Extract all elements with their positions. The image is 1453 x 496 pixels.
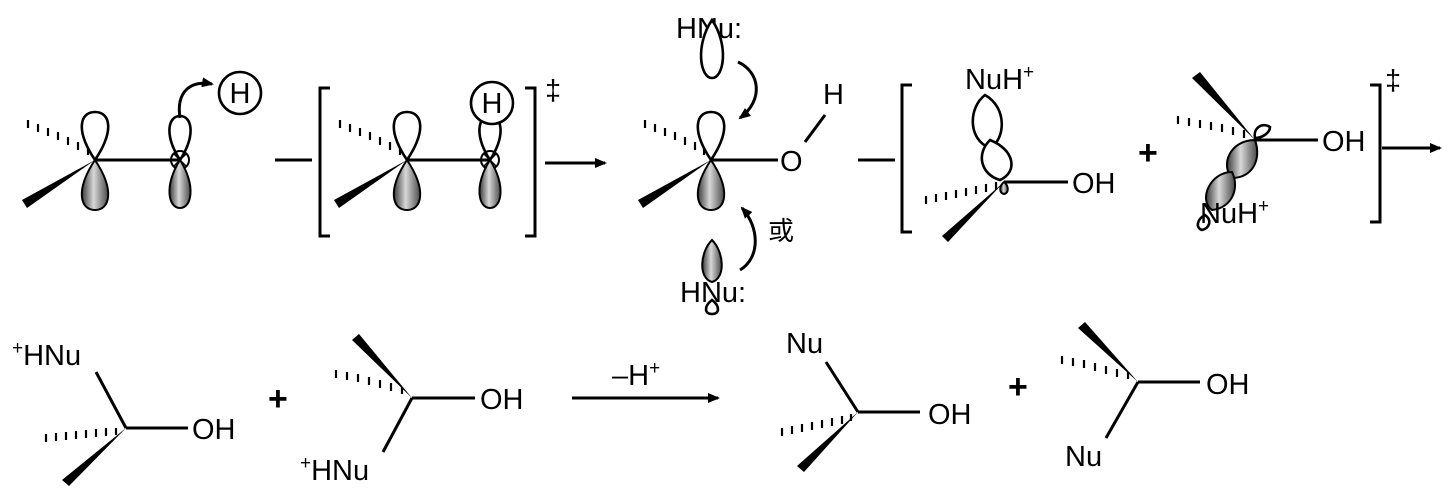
- hnu-plus-b: +HNu: [300, 453, 369, 487]
- oh-ts-right: OH: [1322, 126, 1366, 158]
- hashed-bond: [26, 120, 90, 155]
- protonated-product-a: +HNu OH: [12, 338, 236, 486]
- deprotonation-step: –H+: [572, 358, 720, 403]
- minus-h-plus: –H+: [612, 358, 660, 392]
- hnu-plus-a: +HNu: [12, 338, 81, 372]
- double-dagger-2: ‡: [1385, 65, 1401, 97]
- p-orbital-bottom-lobe: [80, 158, 110, 212]
- double-dagger-1: ‡: [545, 75, 561, 107]
- nucleophile-bottom: HNu:: [680, 277, 746, 309]
- or-text: 或: [768, 217, 794, 247]
- oh-a: OH: [192, 414, 236, 446]
- nu-d: Nu: [1065, 441, 1102, 473]
- transition-state-2: ‡ NuH+ OH +: [900, 62, 1401, 242]
- ts-h-label: H: [482, 88, 503, 120]
- oh-ts-left: OH: [1072, 168, 1116, 200]
- oh-c: OH: [928, 399, 972, 431]
- oh-b: OH: [480, 384, 524, 416]
- plus-row2-b: +: [1008, 368, 1028, 406]
- nu-c: Nu: [786, 328, 823, 360]
- p-orbital-top-lobe: [80, 110, 110, 163]
- transition-state-1: ‡ H: [318, 75, 561, 238]
- nuh-plus-bottom: NuH+: [1200, 196, 1269, 230]
- plus-ts: +: [1138, 134, 1158, 172]
- oh-d: OH: [1206, 369, 1250, 401]
- planar-cation-nucleophile-attack: HNu: O H 或 HNu:: [638, 13, 844, 316]
- nuh-plus-top: NuH+: [965, 62, 1034, 96]
- plus-row2-a: +: [268, 380, 288, 418]
- hydride-h-label: H: [230, 78, 251, 110]
- oxygen-label: O: [780, 146, 803, 178]
- product-d: OH Nu: [1060, 322, 1250, 473]
- wedge-bond: [22, 160, 95, 208]
- hydroxyl-h-label: H: [823, 79, 844, 111]
- protonated-product-b: OH +HNu: [300, 334, 524, 487]
- carbocation-with-c-h-orbital: H: [22, 70, 263, 212]
- product-c: Nu OH: [780, 328, 972, 472]
